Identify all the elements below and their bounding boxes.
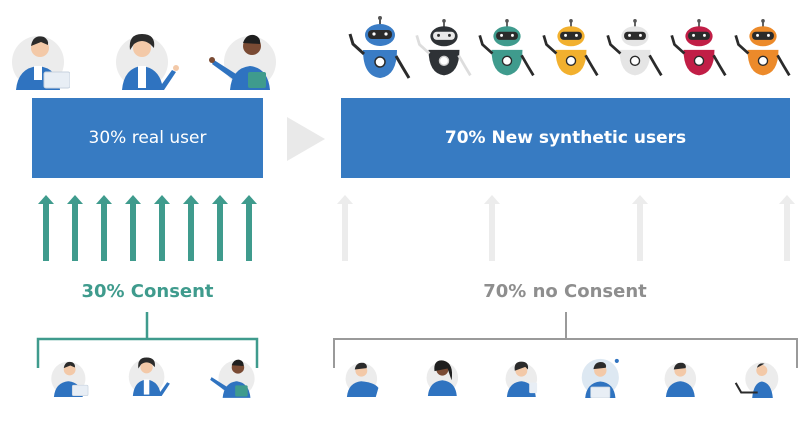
up-arrow-icon	[154, 195, 170, 261]
real-user-label: 30% real user	[88, 128, 207, 148]
person-icon	[116, 34, 179, 90]
up-arrow-icon	[779, 195, 795, 261]
robot-icon	[415, 19, 472, 77]
person-icon	[581, 358, 619, 398]
up-arrow-icon	[212, 195, 228, 261]
synthetic-users-box: 70% New synthetic users	[341, 98, 790, 178]
robot-icon	[606, 19, 663, 77]
up-arrow-icon	[241, 195, 257, 261]
person-icon	[128, 357, 170, 396]
person-icon	[734, 362, 779, 398]
up-arrow-icon	[337, 195, 353, 261]
up-arrow-icon	[484, 195, 500, 261]
person-icon	[209, 34, 276, 90]
person-icon	[426, 360, 459, 396]
up-arrow-icon	[632, 195, 648, 261]
no-consent-bracket	[333, 312, 798, 368]
person-icon	[12, 36, 70, 90]
up-arrow-icon	[96, 195, 112, 261]
robot-icon	[734, 19, 791, 77]
person-icon	[664, 362, 697, 397]
robot-icon	[542, 19, 599, 77]
person-icon	[345, 362, 379, 397]
robot-icon	[670, 19, 727, 77]
person-icon	[210, 359, 255, 398]
real-user-box: 30% real user	[32, 98, 263, 178]
person-icon	[51, 361, 89, 397]
consent-bracket	[36, 312, 259, 368]
up-arrow-icon	[183, 195, 199, 261]
up-arrow-icon	[125, 195, 141, 261]
up-arrow-icon	[67, 195, 83, 261]
robot-icon	[478, 19, 535, 77]
no-consent-label: 70% no Consent	[483, 281, 647, 302]
consent-label: 30% Consent	[81, 281, 214, 302]
robot-icon	[348, 16, 411, 79]
synthetic-users-label: 70% New synthetic users	[444, 128, 687, 148]
play-arrow-icon	[287, 117, 325, 161]
up-arrow-icon	[38, 195, 54, 261]
person-icon	[505, 361, 538, 397]
